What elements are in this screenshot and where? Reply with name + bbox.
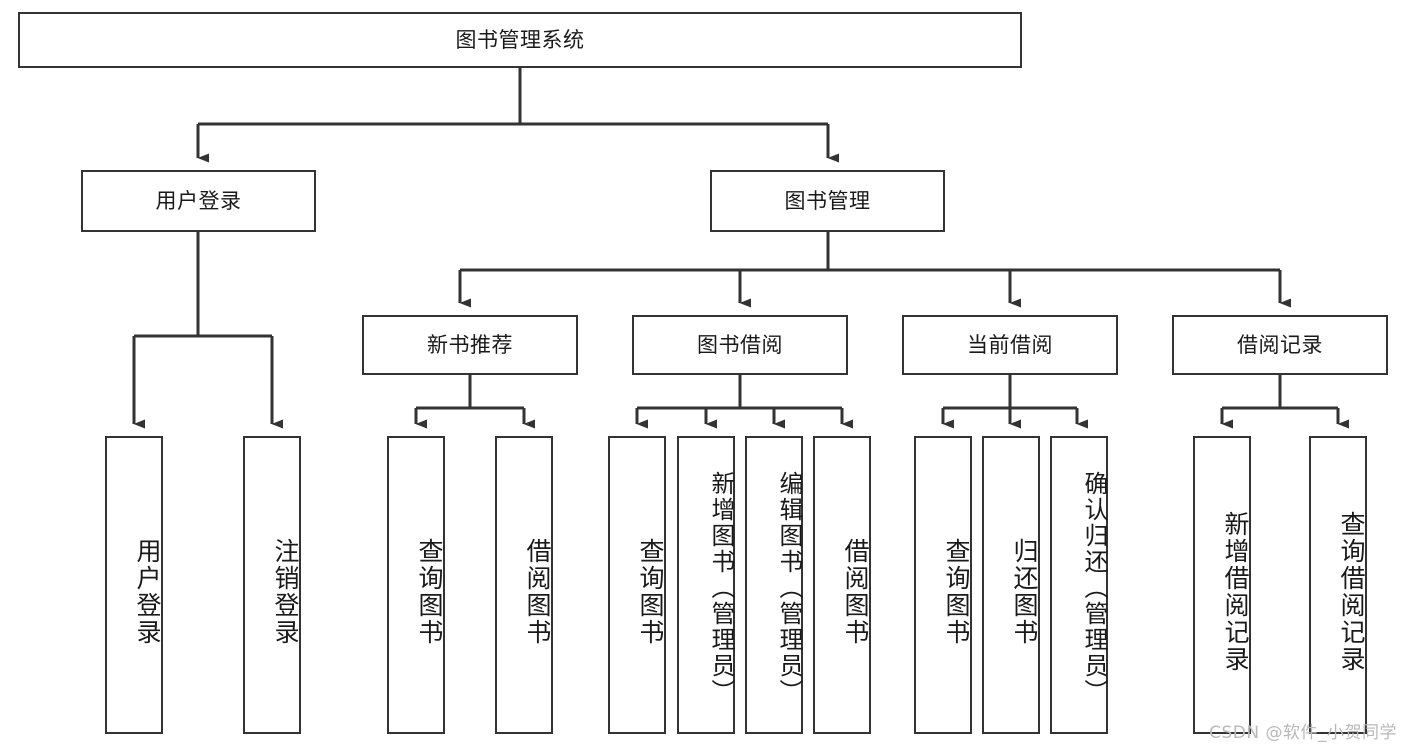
node-user-login[interactable]: 用户登录	[81, 170, 316, 232]
leaf-newbook-borrow-book[interactable]: 借阅图书	[495, 436, 553, 734]
leaf-current-return-book[interactable]: 归还图书	[982, 436, 1040, 734]
leaf-borrow-borrow-book[interactable]: 借阅图书	[813, 436, 871, 734]
node-book-borrow[interactable]: 图书借阅	[632, 315, 848, 375]
leaf-record-query[interactable]: 查询借阅记录	[1309, 436, 1367, 734]
node-current-borrow[interactable]: 当前借阅	[902, 315, 1118, 375]
leaf-current-confirm-return[interactable]: 确认归还（管理员）	[1050, 436, 1108, 734]
leaf-logout[interactable]: 注销登录	[243, 436, 301, 734]
node-root[interactable]: 图书管理系统	[18, 12, 1022, 68]
leaf-borrow-edit-book[interactable]: 编辑图书（管理员）	[745, 436, 803, 734]
node-borrow-record[interactable]: 借阅记录	[1172, 315, 1388, 375]
leaf-borrow-add-book[interactable]: 新增图书（管理员）	[677, 436, 735, 734]
leaf-current-query-book[interactable]: 查询图书	[914, 436, 972, 734]
node-new-book-recommend[interactable]: 新书推荐	[362, 315, 578, 375]
leaf-borrow-query-book[interactable]: 查询图书	[608, 436, 666, 734]
node-book-manage[interactable]: 图书管理	[710, 170, 945, 232]
leaf-record-add[interactable]: 新增借阅记录	[1193, 436, 1251, 734]
csdn-watermark: CSDN @软件_小贺同学	[1209, 723, 1397, 743]
leaf-newbook-query-book[interactable]: 查询图书	[387, 436, 445, 734]
leaf-user-login[interactable]: 用户登录	[105, 436, 163, 734]
